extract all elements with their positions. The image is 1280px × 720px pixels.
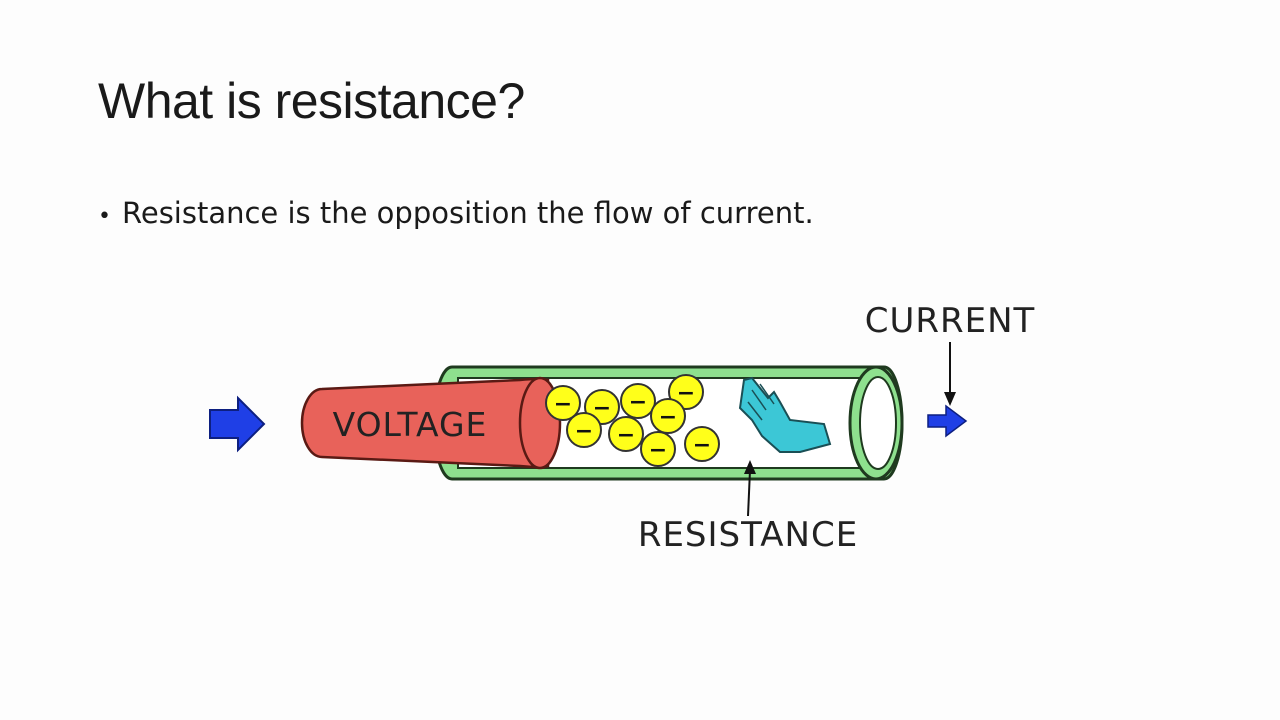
electron-sign: − [617, 423, 635, 448]
electron [608, 416, 644, 452]
electron-sign: − [649, 438, 667, 463]
bullet-item: • Resistance is the opposition the flow … [98, 196, 814, 230]
current-label: CURRENT [865, 301, 1036, 341]
electron-sign: − [693, 433, 711, 458]
voltage-label: VOLTAGE [333, 405, 488, 444]
electron-sign: − [575, 419, 593, 444]
electron [668, 374, 704, 410]
electrons [545, 374, 720, 467]
resistance-label: RESISTANCE [638, 515, 858, 555]
electron [566, 412, 602, 448]
electron [650, 398, 686, 434]
pipe-opening-inner [859, 376, 897, 470]
output-arrow-icon [927, 404, 968, 438]
slide-title: What is resistance? [98, 73, 525, 129]
electron-sign: − [629, 390, 647, 415]
electron-signs: − − − − − − − − − [554, 381, 711, 463]
electron [620, 383, 656, 419]
input-arrow-icon [209, 395, 266, 453]
electron [545, 385, 581, 421]
electron-sign: − [677, 381, 695, 406]
resistance-pointer [747, 469, 751, 517]
electron-sign: − [554, 392, 572, 417]
resistance-pointer-head [744, 460, 756, 474]
current-pointer-head [944, 392, 956, 406]
electron [640, 431, 676, 467]
hand-finger-lines [747, 383, 775, 421]
electron-sign: − [659, 405, 677, 430]
electron [684, 426, 720, 462]
electron-sign: − [593, 396, 611, 421]
bullet-text: Resistance is the opposition the flow of… [122, 196, 814, 230]
bullet-marker: • [98, 204, 111, 229]
